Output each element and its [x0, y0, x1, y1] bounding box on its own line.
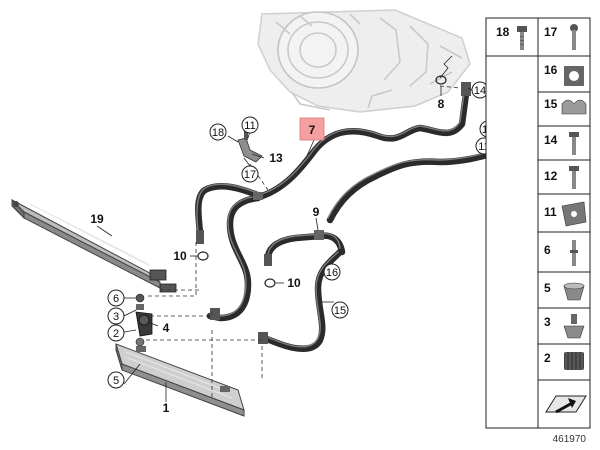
stud-icon — [570, 240, 578, 266]
parts-legend: 18 17 16 15 14 12 — [485, 17, 591, 429]
connector-junction — [253, 192, 263, 200]
o-ring-10-left — [197, 251, 209, 261]
oil-cooler — [11, 198, 177, 293]
legend-num-3: 3 — [544, 315, 551, 329]
hose-9 — [264, 232, 346, 260]
callout-13[interactable]: 13 — [269, 151, 283, 165]
bracket-icon — [561, 201, 587, 227]
legend-num-6: 6 — [544, 243, 551, 257]
hose-17 — [195, 183, 264, 236]
callout-10-left[interactable]: 10 — [173, 249, 187, 263]
mounting-bracket-assembly — [115, 293, 245, 417]
legend-num-16: 16 — [544, 63, 558, 77]
callout-14[interactable]: 14 — [474, 85, 486, 97]
connector-8-left — [461, 82, 471, 96]
connector-cooler-out — [258, 332, 268, 344]
highlight-box-7 — [299, 117, 325, 141]
legend-num-15: 15 — [544, 97, 558, 111]
callout-15[interactable]: 15 — [334, 305, 346, 317]
connector-10-left — [196, 230, 204, 244]
callout-18[interactable]: 18 — [212, 127, 224, 139]
callout-2[interactable]: 2 — [113, 328, 119, 340]
bolt-icon — [570, 24, 578, 50]
callout-6[interactable]: 6 — [113, 293, 119, 305]
bolt-icon — [569, 166, 579, 189]
legend-num-17: 17 — [544, 25, 558, 39]
callout-5[interactable]: 5 — [113, 375, 119, 387]
callout-7[interactable]: 7 — [309, 123, 316, 137]
legend-num-12: 12 — [544, 169, 558, 183]
connector-9 — [314, 230, 324, 240]
o-ring-10-right — [264, 278, 276, 288]
callout-9[interactable]: 9 — [313, 205, 320, 219]
nut-icon — [563, 282, 585, 301]
legend-num-5: 5 — [544, 281, 551, 295]
legend-num-11: 11 — [544, 205, 557, 219]
connector-10-right — [264, 254, 272, 266]
hose-13 — [206, 194, 262, 322]
callout-4[interactable]: 4 — [163, 321, 170, 335]
grommet-icon — [563, 314, 585, 339]
hose-assembly — [195, 82, 527, 352]
view-direction-icon — [544, 388, 587, 420]
callout-3[interactable]: 3 — [113, 311, 119, 323]
bolt-icon — [517, 26, 527, 50]
legend-num-18: 18 — [496, 25, 510, 39]
callout-10-right[interactable]: 10 — [287, 276, 301, 290]
legend-num-2: 2 — [544, 351, 551, 365]
rubber-mount-icon — [564, 66, 584, 86]
callout-11-right[interactable]: 11 — [478, 141, 489, 153]
callout-8-left[interactable]: 8 — [438, 97, 445, 111]
legend-num-14: 14 — [544, 133, 558, 147]
connector-cooler-in — [210, 308, 220, 320]
callout-11-top[interactable]: 11 — [244, 120, 255, 132]
transmission-illustration — [257, 9, 471, 113]
callout-1[interactable]: 1 — [163, 401, 170, 415]
callout-17[interactable]: 17 — [244, 169, 256, 181]
diagram-number: 461970 — [553, 434, 587, 445]
spacer-icon — [564, 352, 584, 370]
o-ring-8-left — [435, 75, 447, 85]
callout-19[interactable]: 19 — [90, 212, 104, 226]
callout-16[interactable]: 16 — [326, 267, 338, 279]
clamp-icon — [561, 99, 587, 115]
bolt-icon — [569, 132, 579, 155]
hose-7 — [258, 90, 470, 200]
